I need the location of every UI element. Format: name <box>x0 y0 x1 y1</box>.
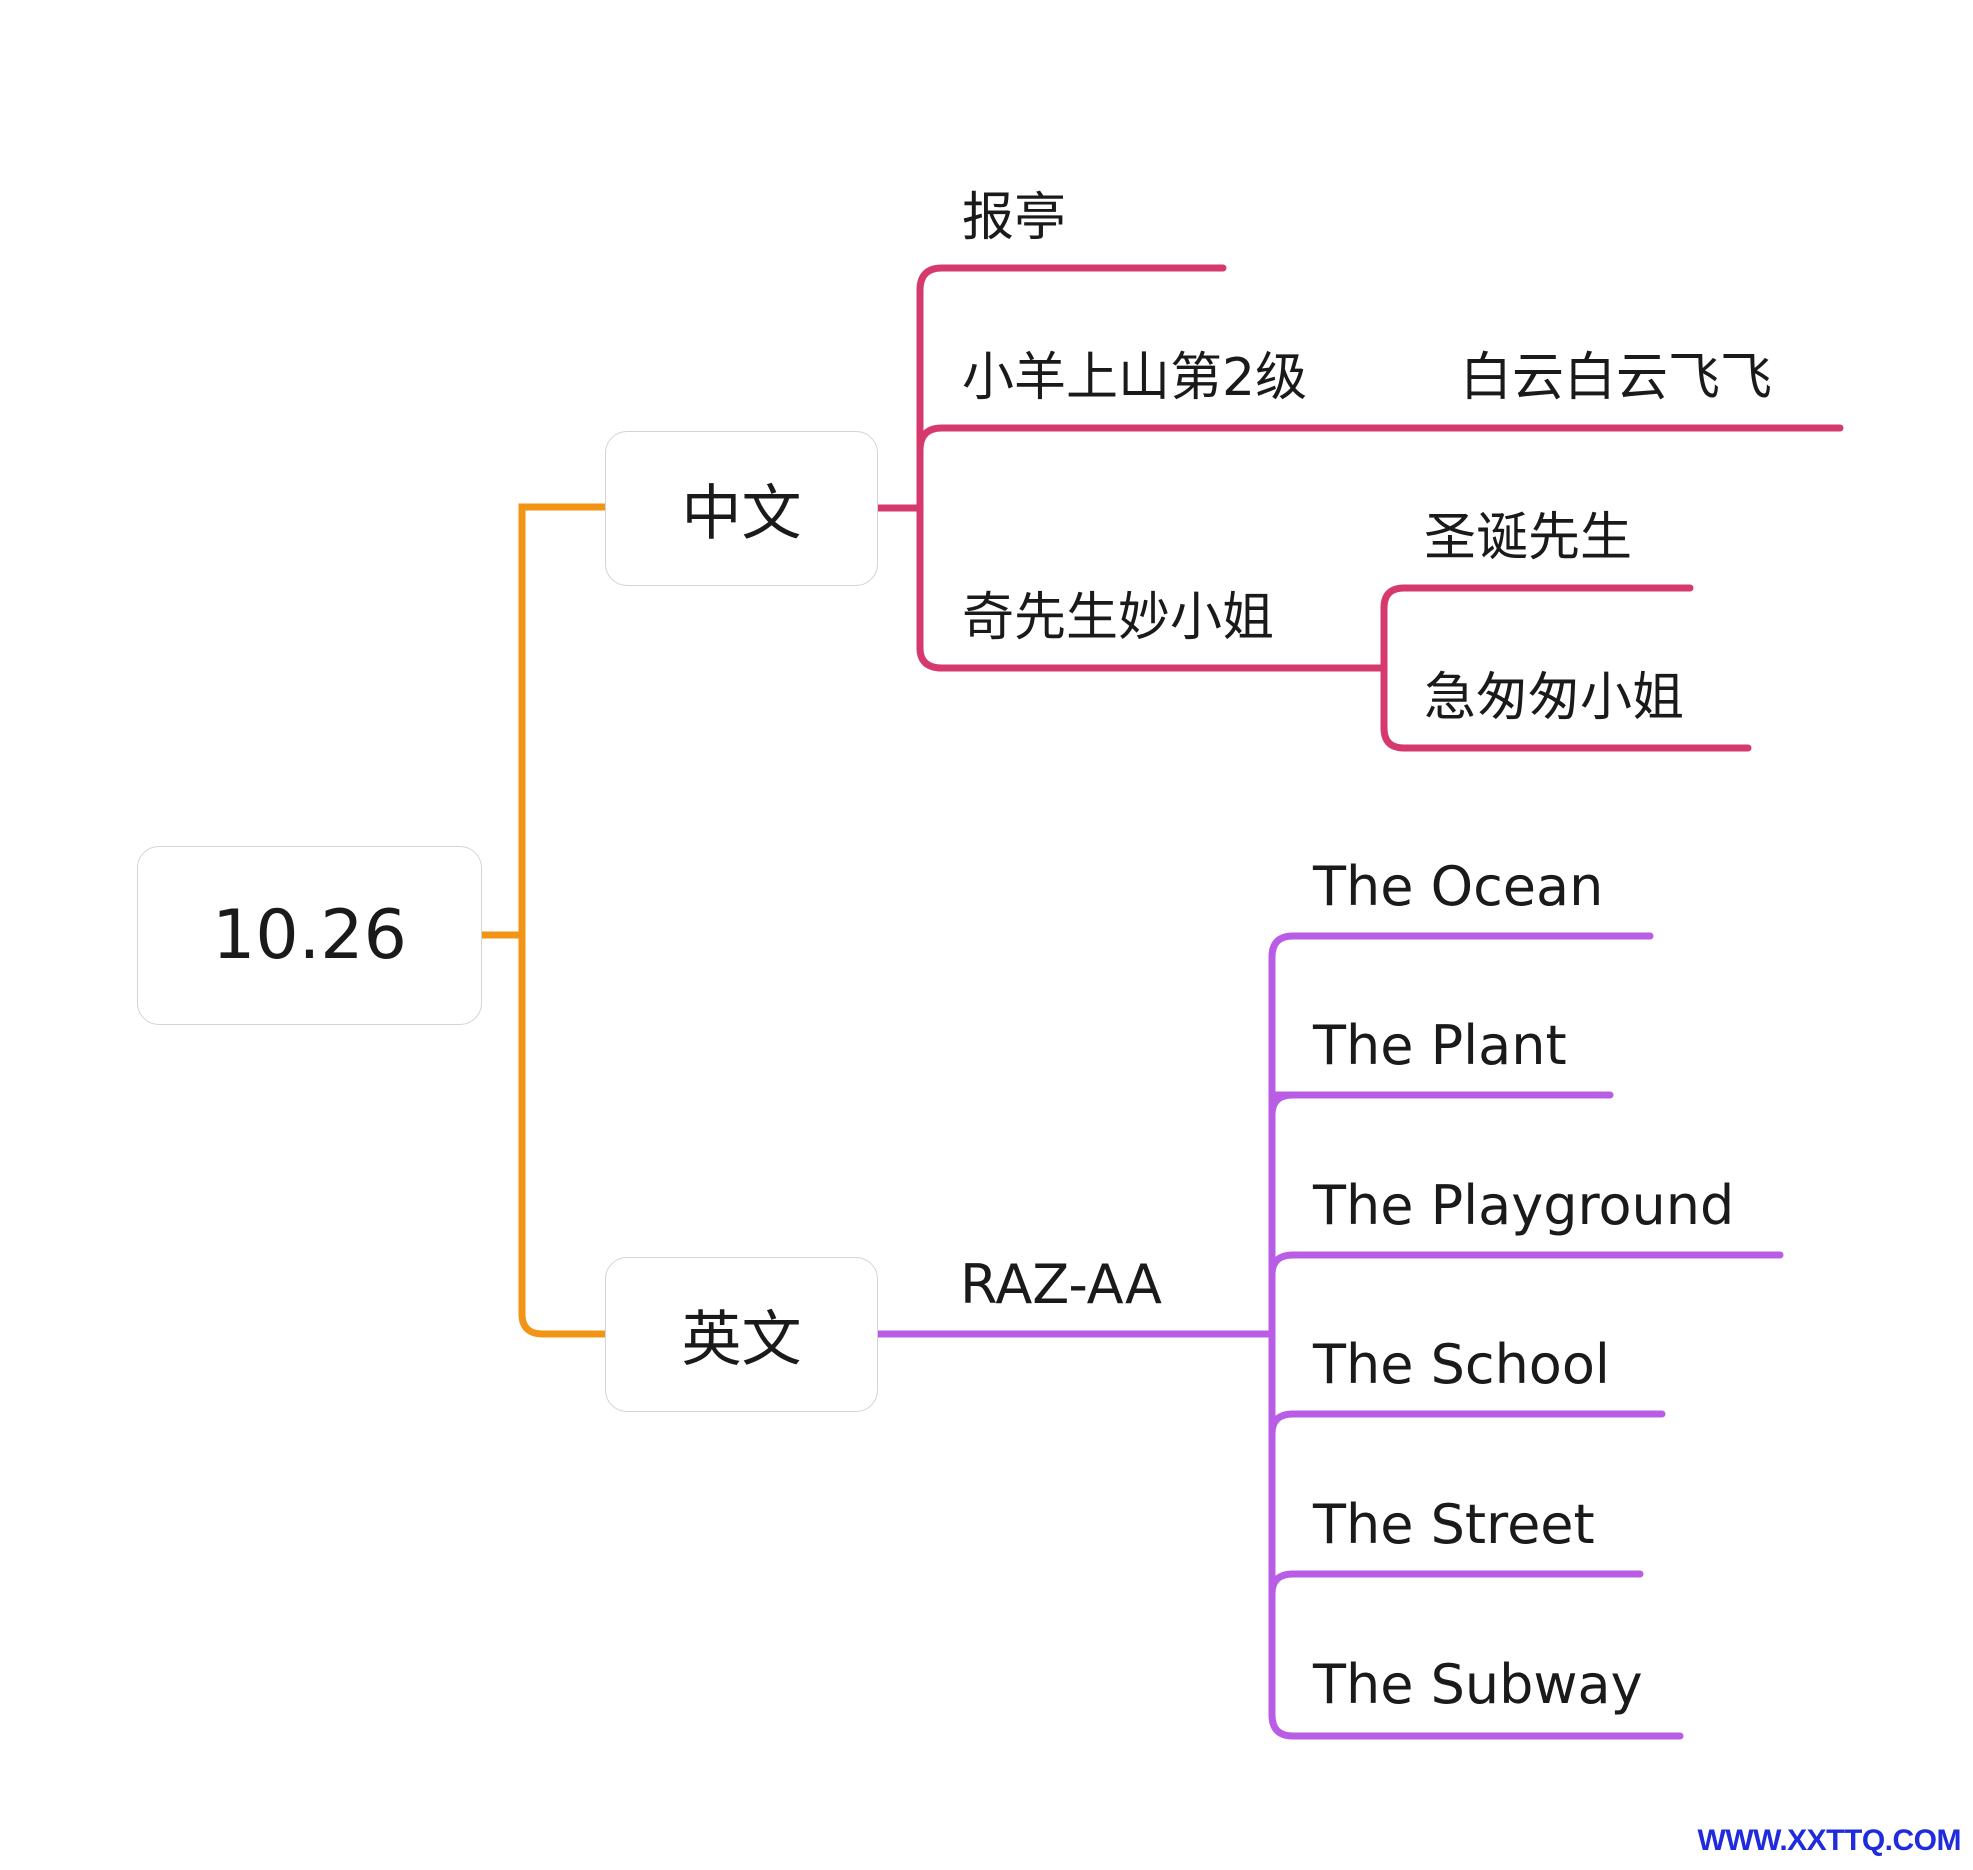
english-connectors <box>874 932 1784 1740</box>
chinese-node[interactable]: 中文 <box>605 431 878 586</box>
english-item-street[interactable]: The Street <box>1313 1493 1595 1556</box>
english-node[interactable]: 英文 <box>605 1257 878 1412</box>
english-item-subway[interactable]: The Subway <box>1313 1653 1643 1716</box>
chinese-item-mr-christmas[interactable]: 圣诞先生 <box>1424 508 1633 568</box>
english-item-plant[interactable]: The Plant <box>1313 1014 1567 1077</box>
chinese-connectors <box>874 264 1844 752</box>
english-item-ocean[interactable]: The Ocean <box>1313 855 1604 918</box>
root-label: 10.26 <box>212 896 407 975</box>
english-label: 英文 <box>681 1305 802 1375</box>
chinese-label: 中文 <box>681 479 802 549</box>
chinese-item-little-sheep[interactable]: 小羊上山第2级 <box>962 348 1308 408</box>
english-group-raz-aa[interactable]: RAZ-AA <box>960 1253 1162 1316</box>
english-item-school[interactable]: The School <box>1313 1333 1610 1396</box>
connector-root-trunk <box>478 503 609 1338</box>
chinese-item-little-miss-hurry[interactable]: 急匆匆小姐 <box>1424 668 1685 728</box>
chinese-item-mr-men[interactable]: 奇先生妙小姐 <box>962 588 1275 648</box>
chinese-item-white-cloud[interactable]: 白云白云飞飞 <box>1460 348 1773 408</box>
root-node[interactable]: 10.26 <box>137 846 482 1025</box>
watermark: WWW.XXTTQ.COM <box>1697 1824 1962 1857</box>
english-item-playground[interactable]: The Playground <box>1313 1174 1735 1237</box>
chinese-item-newsstand[interactable]: 报亭 <box>962 188 1067 248</box>
